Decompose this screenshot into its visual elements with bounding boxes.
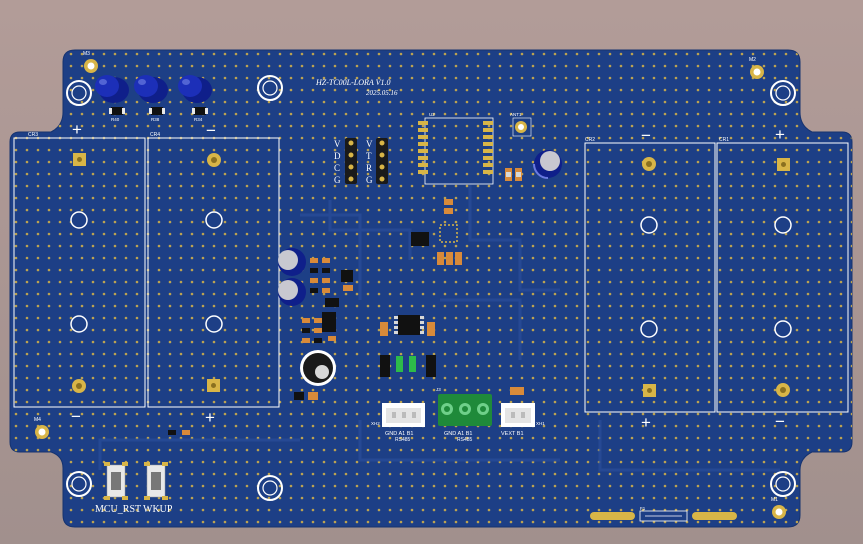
connector-ref-xh2: XH2 [371,421,380,426]
connector-xh2 [382,403,425,427]
wakeup-button[interactable] [144,462,168,500]
pin-header-right-labels: V T R G [366,139,373,185]
battery-plus-cr3: + [72,120,82,139]
battery-minus-cr2: − [641,126,651,145]
module-ref-u2: U2 [429,112,435,117]
battery-minus-cr1: − [775,412,785,431]
connector-name-xh2: RS485 [395,437,411,443]
electrolytic-capacitor-2 [278,278,306,306]
battery-plus-cr4: + [205,408,215,427]
pin-label-v2: V [366,139,373,149]
rs485-chip [380,315,436,377]
small-mounting-holes [35,59,786,519]
electrolytic-capacitor-c3 [533,150,562,179]
reset-button[interactable] [104,462,128,500]
connector-ref-xh1: XH1 [536,421,545,426]
button-label-wakeup: WKUP [143,504,173,515]
led-1 [95,75,129,103]
pin-label-g: G [334,175,341,185]
board-date: 2025.05.16 [366,89,398,97]
antenna-ref: ANT1 [510,112,522,117]
led-group [95,75,212,115]
lora-module [418,117,494,185]
led-3 [178,75,212,103]
pin-header-left [345,138,357,184]
connector-pins-xh2: GND A1 B1 [385,431,413,437]
battery-plus-cr2: + [641,413,651,432]
antenna-connector [512,117,532,137]
inductor [300,350,336,386]
connector-ref-j3: J3 [436,387,441,392]
led-2 [134,75,168,103]
pin-header-left-labels: V D C G [334,139,341,185]
fuse-ref: F1 [640,506,646,511]
battery-holder-cr3 [13,137,146,408]
battery-holder-cr4 [147,137,280,408]
battery-minus-cr3: − [71,407,81,426]
connector-pins-xh1: VEXT B1 [501,431,524,437]
pin-label-c: C [334,163,340,173]
pin-label-t: T [366,151,372,161]
battery-ref-cr1: CR1 [719,137,729,143]
pin-label-d: D [334,151,341,161]
battery-holder-cr2 [584,142,716,413]
battery-ref-cr4: CR4 [150,132,160,138]
smd-components-cluster [168,199,524,435]
board-title: HZ-TC00L-LORA V1.0 [315,78,391,87]
hole-label-m2: M2 [749,57,756,63]
pin-label-v: V [334,139,341,149]
fuse-f1 [590,510,737,522]
connector-name-j3: RS485 [457,437,473,443]
battery-holder-cr1 [716,142,849,413]
connector-j3-terminal [438,394,492,426]
hole-label-m3: M3 [83,51,90,57]
hole-label-m4: M4 [34,417,41,423]
resistor-label-r38: R38 [151,117,160,122]
hole-label-m1: M1 [771,497,778,503]
battery-plus-cr1: + [775,125,785,144]
connector-pins-j3: GND A1 B1 [444,431,472,437]
connector-xh1 [501,403,535,427]
pin-label-g2: G [366,175,373,185]
button-label-reset: MCU_RST [95,504,141,515]
pin-header-right [376,138,388,184]
pcb-board [9,49,853,528]
battery-minus-cr4: − [206,121,216,140]
mounting-holes [66,75,796,501]
resistor-label-r34: R34 [194,117,203,122]
smd-capacitors-top [505,168,522,181]
resistor-label-r40: R40 [111,117,120,122]
battery-ref-cr2: CR2 [585,137,595,143]
pin-label-r: R [366,163,372,173]
battery-ref-cr3: CR3 [28,132,38,138]
electrolytic-capacitor-1 [278,248,306,276]
